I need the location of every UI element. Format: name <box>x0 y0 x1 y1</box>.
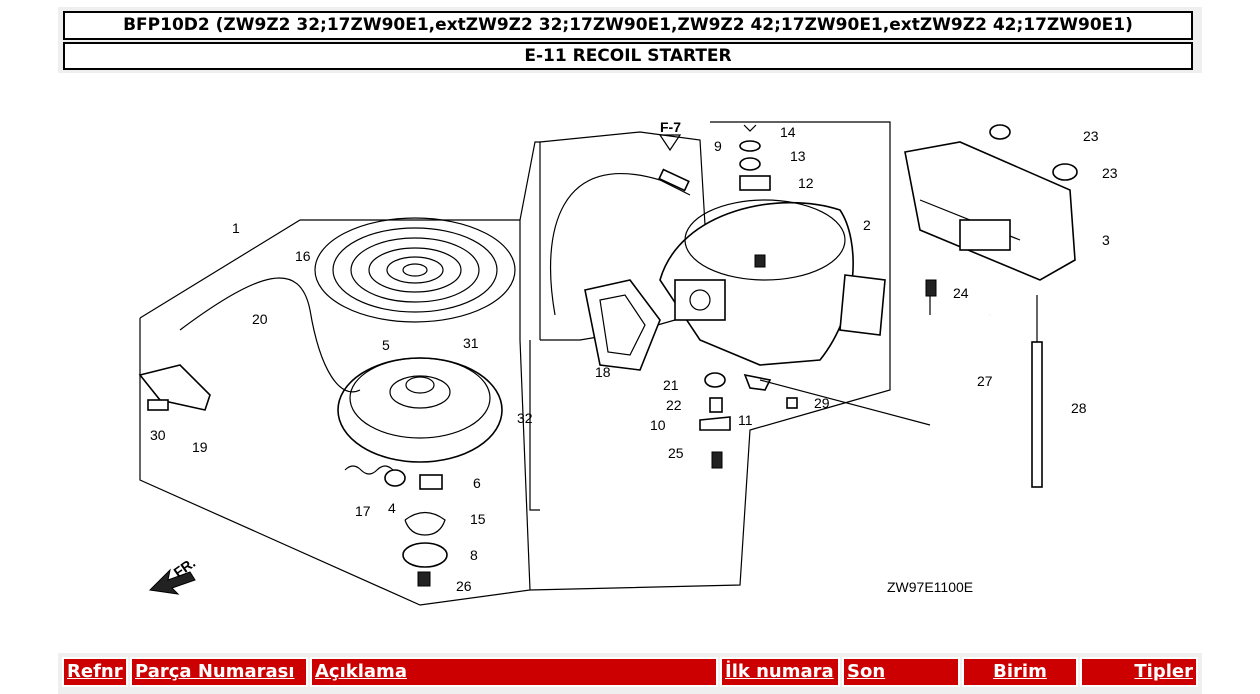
callout-23a: 23 <box>1083 128 1099 144</box>
parts-diagram: FR. F-7 1 2 3 4 5 6 8 9 10 11 12 13 14 1… <box>60 80 1200 640</box>
callout-17: 17 <box>355 503 371 519</box>
col-first-number[interactable]: İlk numara <box>720 657 840 687</box>
callout-8: 8 <box>470 547 478 563</box>
model-title: BFP10D2 (ZW9Z2 32;17ZW90E1,extZW9Z2 32;1… <box>63 11 1193 40</box>
callout-22: 22 <box>666 397 682 413</box>
callout-28: 28 <box>1071 400 1087 416</box>
section-title: E-11 RECOIL STARTER <box>63 42 1193 70</box>
callout-21: 21 <box>663 377 679 393</box>
col-types[interactable]: Tipler <box>1080 657 1198 687</box>
fr-label: FR. <box>171 554 199 580</box>
callout-10: 10 <box>650 417 666 433</box>
callout-5: 5 <box>382 337 390 353</box>
callout-24: 24 <box>953 285 969 301</box>
col-unit[interactable]: Birim <box>962 657 1078 687</box>
callout-6: 6 <box>473 475 481 491</box>
callout-13: 13 <box>790 148 806 164</box>
callout-20: 20 <box>252 311 268 327</box>
callout-4: 4 <box>388 500 396 516</box>
fan-cover-2 <box>659 199 886 366</box>
tank-3 <box>904 124 1078 281</box>
cross-ref-f7: F-7 <box>660 119 681 135</box>
callout-29: 29 <box>814 395 830 411</box>
callout-31: 31 <box>463 335 479 351</box>
callout-12: 12 <box>798 175 814 191</box>
callout-26: 26 <box>456 578 472 594</box>
callout-19: 19 <box>192 439 208 455</box>
callout-15: 15 <box>470 511 486 527</box>
callout-14: 14 <box>780 124 796 140</box>
callout-11: 11 <box>738 412 753 428</box>
header-panel: BFP10D2 (ZW9Z2 32;17ZW90E1,extZW9Z2 32;1… <box>58 7 1202 73</box>
col-last[interactable]: Son <box>842 657 960 687</box>
callout-30: 30 <box>150 427 166 443</box>
callout-9: 9 <box>714 138 722 154</box>
diagram-ref-code: ZW97E1100E <box>887 579 973 595</box>
col-refnr[interactable]: Refnr <box>62 657 128 687</box>
callout-16: 16 <box>295 248 311 264</box>
callout-23b: 23 <box>1102 165 1118 181</box>
callout-27: 27 <box>977 373 993 389</box>
callout-25: 25 <box>668 445 684 461</box>
callout-1: 1 <box>232 220 240 236</box>
callout-3: 3 <box>1102 232 1110 248</box>
callout-18: 18 <box>595 364 611 380</box>
callout-2: 2 <box>863 217 871 233</box>
reel-5 <box>337 357 503 463</box>
col-part-number[interactable]: Parça Numarası <box>130 657 308 687</box>
spring-16 <box>314 217 516 323</box>
callout-32: 32 <box>517 410 533 426</box>
col-description[interactable]: Açıklama <box>310 657 718 687</box>
parts-table-header: Refnr Parça Numarası Açıklama İlk numara… <box>58 653 1202 694</box>
callouts: 1 2 3 4 5 6 8 9 10 11 12 13 14 15 16 17 … <box>150 124 1118 594</box>
